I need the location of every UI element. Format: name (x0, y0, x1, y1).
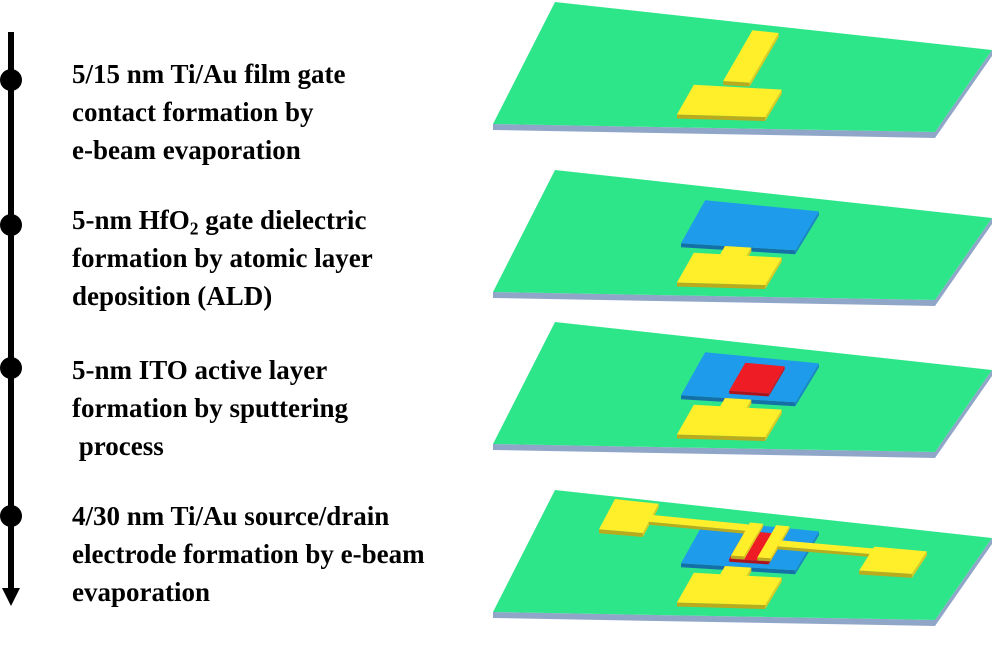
timeline-arrowhead (2, 588, 20, 606)
active-layer-3-front-face (729, 390, 769, 397)
gate-stem-3-top-face (719, 397, 752, 410)
drain-line-4-front-face (777, 546, 879, 558)
gate-stem-4-front-face (719, 576, 746, 582)
device-panel-1 (493, 2, 992, 138)
gate-stem-2-top-face (719, 245, 752, 258)
gate-stem-1-top-face (723, 30, 779, 83)
active-layer-4-side-face (768, 534, 785, 565)
dielectric-layer-3-front-face (681, 395, 796, 407)
timeline-marker-1 (0, 69, 22, 91)
dielectric-layer-2-top-face (681, 200, 819, 251)
dielectric-layer-2-front-face (681, 243, 796, 255)
gate-stem-2-side-face (745, 247, 752, 262)
step-1-description: 5/15 nm Ti/Au film gate contact formatio… (72, 55, 492, 169)
substrate-4-front-face (493, 612, 935, 626)
step-4-line-2: electrode formation by e-beam (72, 539, 425, 569)
source-pad-4-side-face (642, 503, 659, 537)
dielectric-layer-4-front-face (681, 563, 796, 575)
gate-pad-3-side-face (765, 409, 782, 442)
drain-line-4-top-face (777, 540, 882, 555)
process-timeline (0, 32, 22, 606)
gate-stem-1-side-face (749, 33, 779, 87)
source-line-4-side-face (758, 525, 762, 535)
gate-pad-3-top-face (677, 404, 782, 438)
drain-pad-4-top-face (859, 546, 927, 574)
timeline-marker-2 (0, 214, 22, 236)
step-3-line-1: 5-nm ITO active layer (72, 355, 328, 385)
step-2-line-2: formation by atomic layer (72, 243, 373, 273)
active-layer-4-top-face (729, 530, 785, 562)
dielectric-layer-4-top-face (681, 520, 819, 571)
step-3-description: 5-nm ITO active layer formation by sputt… (72, 351, 492, 465)
gate-stem-4-side-face (745, 567, 752, 582)
substrate-2-top-face (493, 170, 992, 300)
substrate-3-front-face (493, 444, 935, 458)
step-2-line-1-suffix: gate dielectric (198, 205, 367, 235)
active-layer-3-side-face (768, 366, 785, 397)
gate-pad-2-side-face (765, 257, 782, 290)
gate-pad-1-side-face (765, 89, 782, 122)
substrate-1-side-face (935, 50, 992, 138)
gate-pad-1-front-face (677, 114, 766, 122)
source-pad-4-top-face (599, 499, 659, 533)
step-4-line-3: evaporation (72, 577, 210, 607)
drain-pad-4-front-face (859, 570, 912, 578)
gate-pad-1-top-face (677, 84, 782, 118)
gate-stem-2-front-face (719, 256, 746, 262)
substrate-4-side-face (935, 538, 992, 626)
substrate-1-top-face (493, 2, 992, 132)
dielectric-layer-3-top-face (681, 352, 819, 403)
step-2-description: 5-nm HfO2 gate dielectric formation by a… (72, 201, 492, 315)
step-2-line-1-prefix: 5-nm HfO (72, 205, 190, 235)
drain-electrode-4-front-face (757, 557, 771, 562)
device-panel-3 (493, 322, 992, 458)
step-3-line-3: process (72, 431, 164, 461)
source-electrode-4-front-face (730, 555, 745, 560)
step-1-line-2: contact formation by (72, 97, 314, 127)
step-4-description: 4/30 nm Ti/Au source/drain electrode for… (72, 497, 492, 611)
substrate-2-front-face (493, 292, 935, 306)
substrate-3-side-face (935, 370, 992, 458)
gate-pad-4-top-face (677, 572, 782, 606)
drain-electrode-4-side-face (770, 526, 790, 562)
source-line-4-top-face (648, 515, 762, 532)
source-line-4-front-face (648, 521, 759, 535)
step-2-subscript: 2 (189, 218, 199, 239)
drain-pad-4-side-face (911, 551, 927, 578)
active-layer-3-top-face (729, 362, 785, 394)
gate-stem-3-side-face (745, 399, 752, 414)
substrate-1-front-face (493, 124, 935, 138)
gate-pad-3-front-face (677, 434, 766, 442)
step-2-line-1: 5-nm HfO2 gate dielectric (72, 201, 492, 239)
step-4-line-1: 4/30 nm Ti/Au source/drain (72, 501, 390, 531)
gate-pad-2-top-face (677, 252, 782, 286)
step-1-line-1: 5/15 nm Ti/Au film gate (72, 59, 346, 89)
substrate-4-top-face (493, 490, 992, 620)
source-pad-4-front-face (599, 529, 643, 537)
drain-line-4-side-face (878, 549, 882, 558)
drain-electrode-4-top-face (757, 525, 790, 559)
gate-stem-4-top-face (719, 565, 752, 578)
substrate-2-side-face (935, 218, 992, 306)
step-1-line-3: e-beam evaporation (72, 135, 301, 165)
step-2-line-3: deposition (ALD) (72, 281, 273, 311)
dielectric-layer-4-side-face (795, 531, 819, 575)
source-electrode-4-side-face (744, 523, 764, 560)
gate-pad-4-front-face (677, 602, 766, 610)
active-layer-4-front-face (729, 558, 769, 565)
substrate-3-top-face (493, 322, 992, 452)
timeline-marker-4 (0, 505, 22, 527)
device-panel-4 (493, 490, 992, 626)
gate-stem-3-front-face (719, 408, 746, 414)
gate-stem-1-front-face (723, 81, 750, 87)
source-electrode-4-top-face (730, 522, 764, 557)
gate-pad-2-front-face (677, 282, 766, 290)
step-3-line-2: formation by sputtering (72, 393, 348, 423)
dielectric-layer-3-side-face (795, 363, 819, 407)
timeline-marker-3 (0, 357, 22, 379)
dielectric-layer-2-side-face (795, 211, 819, 255)
device-panel-2 (493, 170, 992, 306)
gate-pad-4-side-face (765, 577, 782, 610)
